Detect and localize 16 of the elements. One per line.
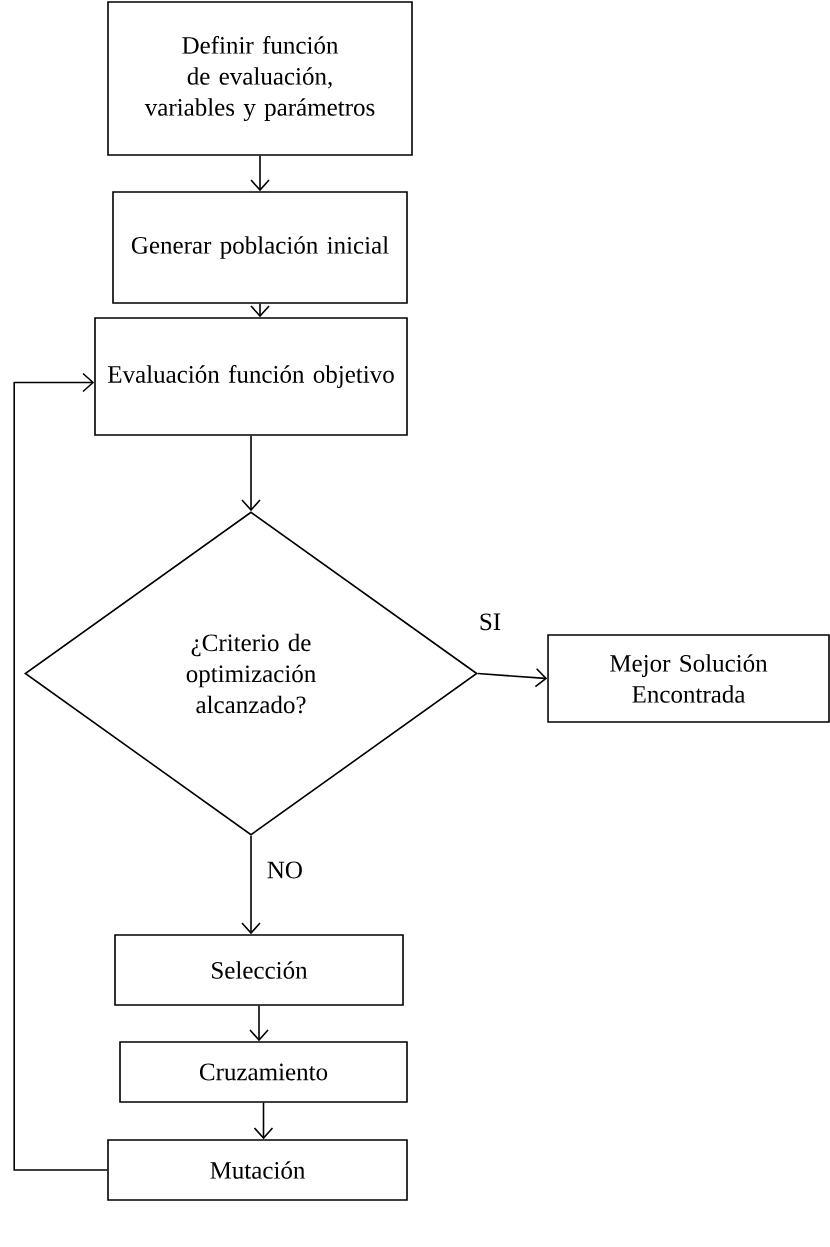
process-box: Generar población inicial bbox=[112, 191, 408, 304]
arrow bbox=[250, 155, 270, 192]
arrow bbox=[249, 1005, 269, 1042]
arrow bbox=[241, 835, 261, 935]
process-box: Mejor Solución Encontrada bbox=[547, 634, 830, 723]
edge-label: NO bbox=[265, 860, 304, 880]
arrow bbox=[13, 372, 108, 1171]
edge-label: SI bbox=[477, 612, 503, 632]
process-box: Evaluación función objetivo bbox=[94, 317, 408, 436]
process-box: Definir función de evaluación, variables y parámetros bbox=[107, 1, 413, 156]
arrow bbox=[477, 667, 548, 688]
process-box: Mutación bbox=[107, 1139, 408, 1201]
process-box: Cruzamiento bbox=[119, 1041, 408, 1103]
arrow bbox=[253, 1102, 274, 1140]
arrow bbox=[241, 435, 261, 512]
process-box: Selección bbox=[114, 934, 404, 1006]
